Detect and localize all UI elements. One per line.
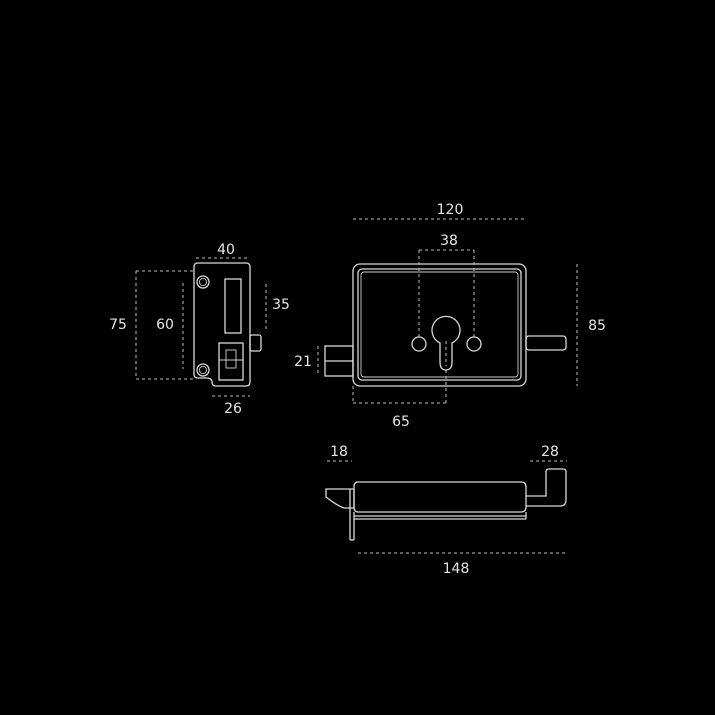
side-view-slot	[224, 278, 242, 334]
dim-label-front-height: 85	[588, 318, 606, 334]
side-view-bolt	[249, 334, 262, 352]
dim-label-side-depth: 26	[224, 401, 242, 417]
dim-label-side-width: 40	[217, 242, 235, 258]
front-view-keyhole	[431, 315, 461, 371]
front-view-case	[352, 263, 527, 387]
front-view: 120 38 85 21 65	[294, 202, 606, 430]
top-view: 18 28 148	[325, 444, 567, 577]
side-view-screw-bottom	[196, 363, 210, 377]
dim-label-side-height-inner: 60	[156, 317, 174, 333]
dim-label-front-width: 120	[437, 202, 464, 218]
dim-label-front-bolt: 21	[294, 354, 312, 370]
side-view: 40 75 60 35 26	[109, 242, 290, 417]
front-view-bolt-right	[525, 335, 567, 351]
front-view-hole-right	[466, 336, 482, 352]
side-view-body	[193, 262, 251, 387]
dim-label-front-hole-spacing: 38	[440, 233, 458, 249]
dim-label-side-strike: 35	[272, 297, 290, 313]
front-view-hole-left	[411, 336, 427, 352]
top-view-latch	[325, 488, 355, 509]
dim-label-side-height-outer: 75	[109, 317, 127, 333]
top-view-body	[353, 481, 527, 513]
side-view-screw-top	[196, 275, 210, 289]
dim-label-top-length: 148	[443, 561, 470, 577]
top-view-hook	[526, 468, 567, 507]
dim-label-front-backset: 65	[392, 414, 410, 430]
side-view-mechanism	[218, 342, 244, 381]
front-view-plate	[357, 268, 522, 381]
dim-label-top-left: 18	[330, 444, 348, 460]
dim-label-top-right: 28	[541, 444, 559, 460]
